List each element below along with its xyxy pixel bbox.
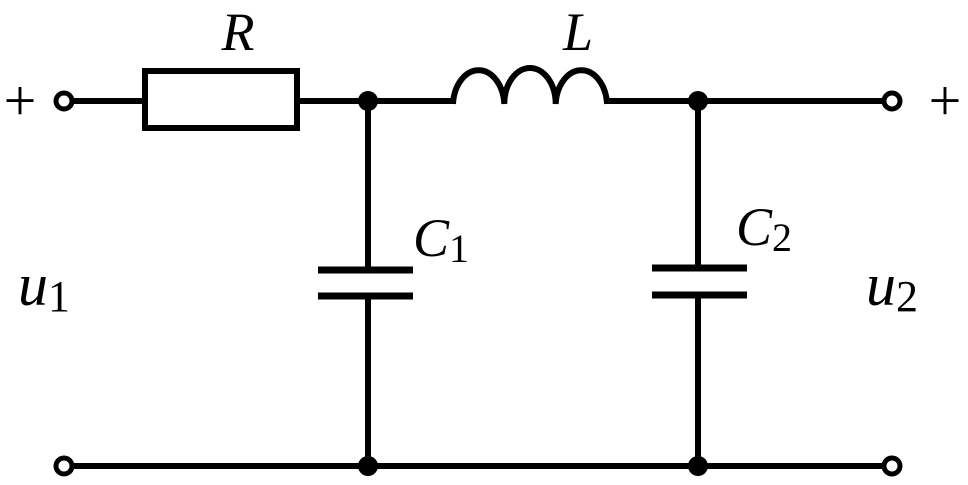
junction-bottom-c1 <box>358 456 378 476</box>
capacitor2-subscript: 2 <box>772 215 792 260</box>
input-terminal-top <box>53 90 75 112</box>
inductor-label: L <box>562 2 593 62</box>
inductor <box>450 65 610 105</box>
output-voltage-letter: u <box>866 252 896 318</box>
output-terminal-bottom <box>881 455 903 477</box>
capacitor2-letter: C <box>736 197 773 257</box>
capacitor2-label: C2 <box>736 197 792 260</box>
junction-top-c1 <box>358 91 378 111</box>
junction-top-c2 <box>688 91 708 111</box>
output-voltage-subscript: 2 <box>896 272 918 321</box>
resistor-label: R <box>221 2 255 62</box>
input-voltage-letter: u <box>18 252 48 318</box>
junction-bottom-c2 <box>688 456 708 476</box>
capacitor1-letter: C <box>413 208 450 268</box>
capacitor1-subscript: 1 <box>449 226 469 271</box>
input-voltage-label: u1 <box>18 252 70 321</box>
output-voltage-label: u2 <box>866 252 918 321</box>
output-terminal-top <box>881 90 903 112</box>
input-voltage-subscript: 1 <box>48 272 70 321</box>
resistor <box>142 68 300 131</box>
output-plus-sign: + <box>929 68 962 133</box>
capacitor1-label: C1 <box>413 208 469 271</box>
input-plus-sign: + <box>4 68 37 133</box>
input-terminal-bottom <box>53 455 75 477</box>
